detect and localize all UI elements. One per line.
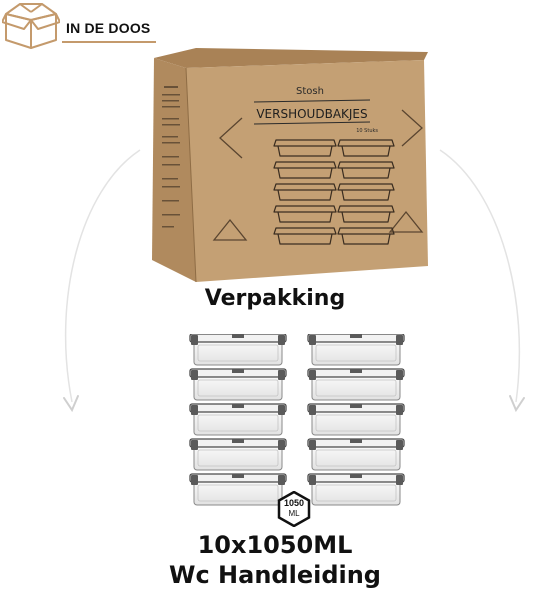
manual-heading: Wc Handleiding	[168, 561, 381, 589]
brand-logo: IN DE DOOS	[0, 2, 170, 52]
hexagon-badge-icon	[277, 490, 311, 528]
right-flow-arc	[439, 149, 521, 403]
brand-logo-underline	[62, 41, 156, 43]
left-arrow-head-icon	[63, 395, 79, 413]
box-product-name: VERSHOUDBAKJES	[256, 107, 367, 121]
brand-logo-text: IN DE DOOS	[66, 20, 151, 36]
product-quantity-heading: 10x1050ML	[197, 531, 353, 559]
capacity-badge: 1050 ML	[276, 490, 312, 528]
packaging-box-illustration: Stosh VERSHOUDBAKJES 10 Stuks	[152, 48, 428, 283]
box-container-column-right	[337, 139, 395, 245]
packaging-label: Verpakking	[204, 286, 346, 311]
open-box-icon	[2, 3, 60, 49]
box-count-note: 10 Stuks	[356, 128, 378, 134]
box-brand-name: Stosh	[296, 86, 324, 97]
right-arrow-head-icon	[509, 395, 525, 413]
food-containers-stack	[189, 334, 405, 506]
container-unit	[189, 334, 287, 366]
box-container-column-left	[273, 139, 337, 245]
capacity-value: 1050	[283, 498, 305, 508]
capacity-unit: ML	[288, 509, 300, 518]
left-flow-arc	[64, 149, 141, 403]
